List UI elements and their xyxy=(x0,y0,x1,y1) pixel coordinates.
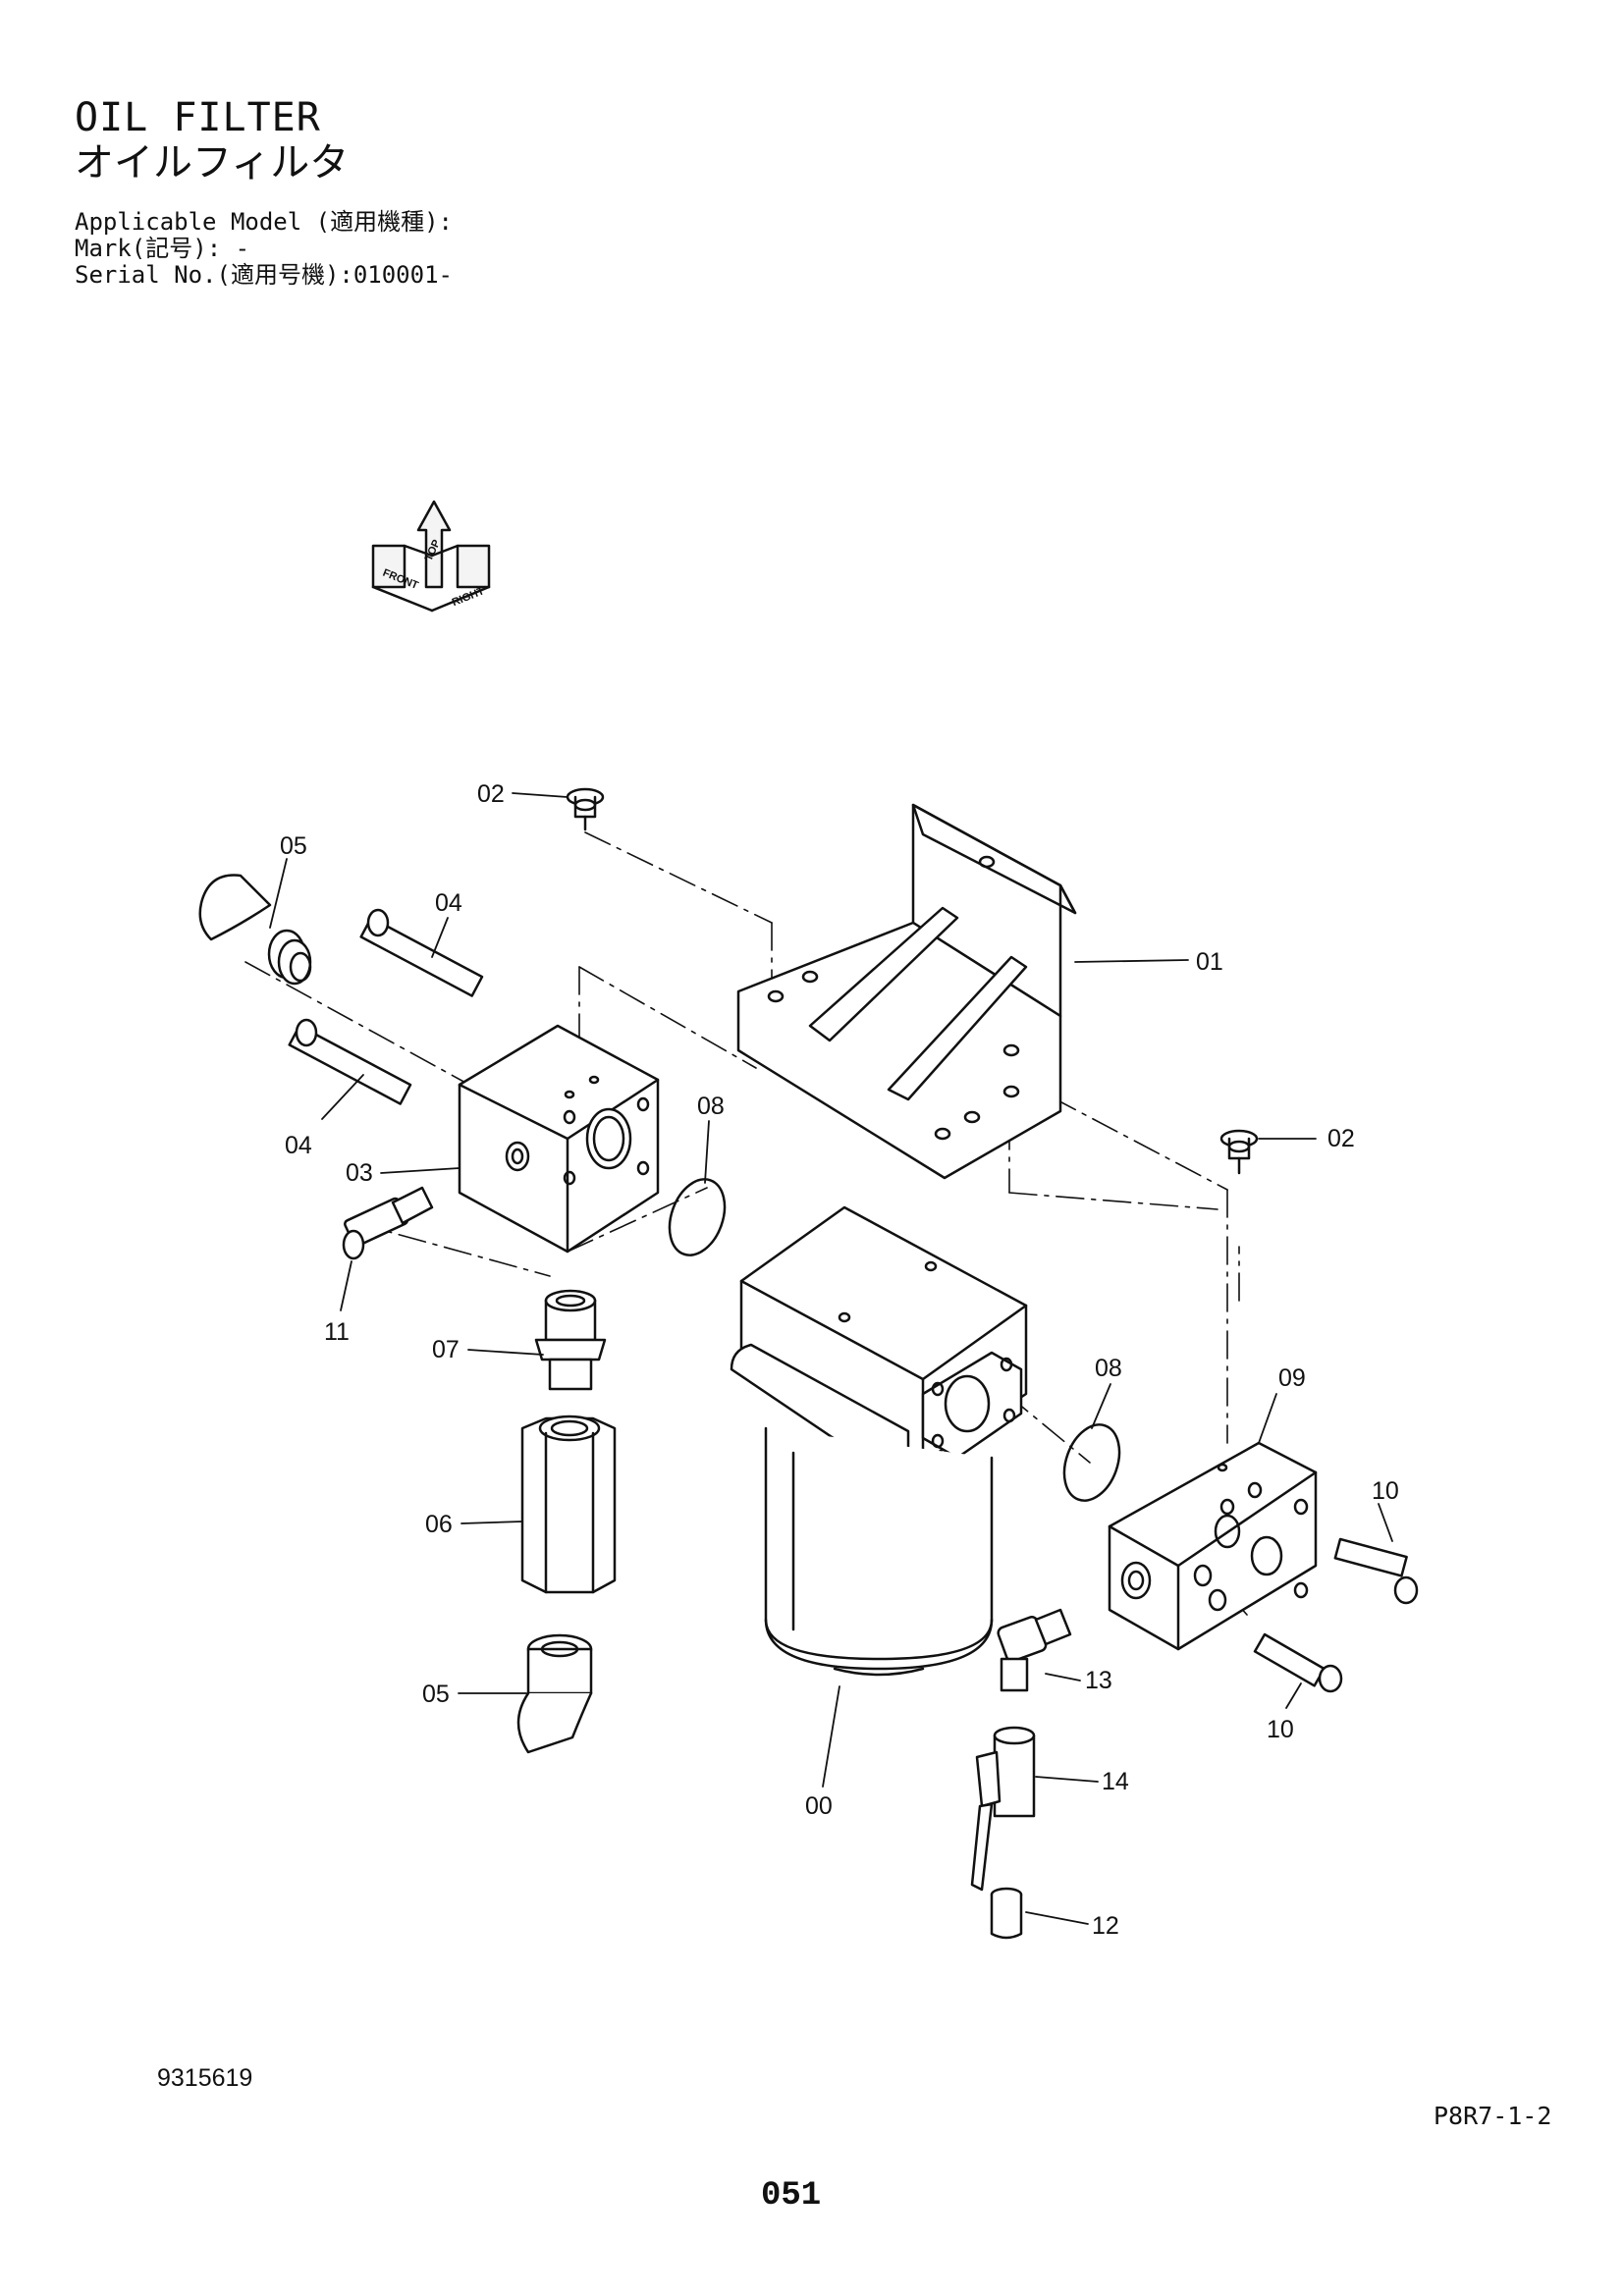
callout-13: 13 xyxy=(1085,1667,1112,1694)
sensor-part-11 xyxy=(342,1186,434,1260)
elbow-fitting-part-13 xyxy=(997,1608,1072,1692)
elbow-fitting-part-05-lower xyxy=(516,1633,593,1754)
socket-screw-part-04-upper xyxy=(359,908,484,997)
o-ring-part-08-right xyxy=(1062,1423,1121,1502)
callout-01: 01 xyxy=(1196,948,1223,976)
orientation-label-right: RIGHT xyxy=(451,585,486,609)
bolt-part-02-lower xyxy=(1219,1129,1259,1175)
socket-screw-part-10-upper xyxy=(1333,1537,1419,1605)
callout-10-lower: 10 xyxy=(1267,1716,1294,1743)
callout-05-upper: 05 xyxy=(280,832,307,860)
callout-02-lower: 02 xyxy=(1327,1125,1355,1152)
callout-08-right: 08 xyxy=(1095,1355,1122,1382)
callout-14: 14 xyxy=(1102,1768,1129,1795)
o-ring-part-08-left xyxy=(668,1178,727,1256)
leader-lines xyxy=(269,792,1393,1925)
orientation-indicator-icon: TOP FRONT RIGHT xyxy=(371,500,491,613)
socket-screw-part-10-lower xyxy=(1253,1632,1343,1693)
callout-10-upper: 10 xyxy=(1372,1477,1399,1505)
callout-03: 03 xyxy=(346,1159,373,1187)
callout-04-upper: 04 xyxy=(435,889,462,917)
page-number: 051 xyxy=(761,2177,822,2215)
elbow-fitting-part-05-upper xyxy=(198,874,312,986)
valve-block-part-09 xyxy=(1108,1441,1318,1651)
block-part-03 xyxy=(458,1024,660,1254)
serial-number: Serial No.(適用号機):010001- xyxy=(75,261,453,289)
bolt-part-02-upper xyxy=(566,787,605,831)
callout-02-upper: 02 xyxy=(477,780,505,808)
page-title: OIL FILTER xyxy=(75,95,321,140)
section-reference: P8R7-1-2 xyxy=(1434,2102,1552,2130)
socket-screw-part-04-lower xyxy=(288,1018,412,1105)
callout-06: 06 xyxy=(425,1511,453,1538)
adapter-part-07 xyxy=(534,1289,607,1391)
mark: Mark(記号): - xyxy=(75,235,250,262)
callout-05-lower: 05 xyxy=(422,1681,450,1708)
switch-part-14 xyxy=(970,1726,1036,1892)
oil-filter-part-00 xyxy=(730,1205,1028,1677)
page-title-japanese: オイルフィルタ xyxy=(75,140,350,186)
callout-11: 11 xyxy=(324,1318,350,1346)
applicable-model: Applicable Model (適用機種): xyxy=(75,208,453,236)
callout-07: 07 xyxy=(432,1336,460,1363)
drawing-code: 9315619 xyxy=(157,2064,253,2092)
cap-part-12 xyxy=(990,1887,1023,1940)
callout-04-lower: 04 xyxy=(285,1132,312,1159)
callout-00: 00 xyxy=(805,1792,833,1820)
bracket-part-01 xyxy=(736,803,1077,1180)
callout-12: 12 xyxy=(1092,1912,1119,1940)
callout-labels: 02 05 04 01 02 08 04 03 11 07 08 09 10 0… xyxy=(280,780,1399,1940)
callout-09: 09 xyxy=(1278,1364,1306,1392)
callout-08-left: 08 xyxy=(697,1093,725,1120)
hex-coupler-part-06 xyxy=(520,1415,617,1594)
